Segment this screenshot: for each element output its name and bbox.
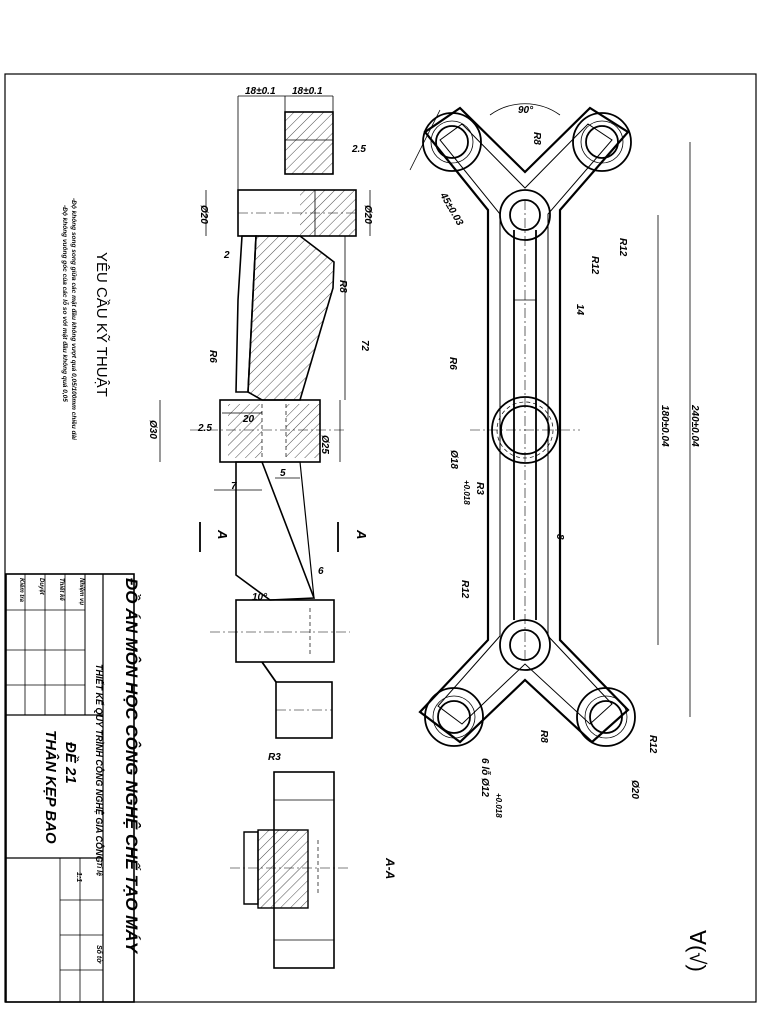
plan-view: 90° R8 45±0.03 R12 R12 14 R6 Ø18 +0.018 … bbox=[409, 103, 700, 818]
dim-label: Ø25 bbox=[319, 435, 330, 454]
scale-value: 1:1 bbox=[75, 872, 82, 882]
title-block: ĐỒ ÁN MÔN HỌC CÔNG NGHỆ CHẾ TẠO MÁY THIẾ… bbox=[5, 573, 141, 1003]
dim-label: R3 bbox=[268, 752, 281, 763]
hole-lower-center bbox=[499, 619, 551, 671]
requirement-line: -Độ không vuông góc của các lỗ so với mặ… bbox=[61, 205, 70, 402]
scale-label: Tỉ lệ bbox=[95, 862, 102, 876]
dim-label: +0.018 bbox=[462, 480, 471, 505]
dim-label: Ø18 bbox=[448, 450, 459, 469]
dim-label: 5 bbox=[280, 468, 286, 479]
dim-label: Ø30 bbox=[147, 420, 158, 439]
dim-label: R3 bbox=[474, 482, 485, 495]
dim-label: 2.5 bbox=[351, 144, 366, 155]
title-row-label: Nhiệm vụ bbox=[78, 578, 84, 605]
dim-label: R8 bbox=[538, 730, 549, 743]
dim-label: R6 bbox=[207, 350, 218, 363]
dim-label: 10° bbox=[252, 592, 268, 603]
section-a-a-view: A-A bbox=[230, 771, 397, 969]
requirement-line: -Độ không song song giữa các mặt đầu khô… bbox=[70, 198, 79, 440]
title-row-label: Duyệt bbox=[38, 578, 44, 596]
dim-label: R8 bbox=[531, 132, 542, 145]
surface-roughness-symbol: ∀(√) bbox=[685, 930, 710, 972]
sheet-label: Số tờ bbox=[95, 945, 103, 964]
dim-label: 240±0.04 bbox=[689, 404, 700, 447]
side-section-view: 18±0.1 18±0.1 2.5 Ø20 Ø20 2 R8 R6 72 Ø30… bbox=[147, 86, 373, 763]
project-subtitle: THIẾT KẾ QUY TRÌNH CÔNG NGHỆ GIA CÔNG bbox=[94, 664, 105, 863]
dim-label: 2.5 bbox=[197, 423, 212, 434]
topic-number: ĐỀ 21 bbox=[62, 742, 79, 784]
dim-label: +0.018 bbox=[494, 793, 503, 818]
dim-label: 18±0.1 bbox=[245, 86, 276, 97]
section-label: A-A bbox=[383, 857, 397, 879]
dim-label: R12 bbox=[647, 735, 658, 754]
dim-label: 20 bbox=[242, 414, 255, 425]
dim-label: 72 bbox=[359, 340, 370, 352]
dim-label: 180±0.04 bbox=[659, 405, 670, 447]
hole-center bbox=[470, 396, 580, 464]
requirements-heading: YÊU CẦU KỸ THUẬT bbox=[93, 252, 110, 397]
dim-label: 18±0.1 bbox=[292, 86, 323, 97]
hole-bottom-right bbox=[576, 687, 636, 747]
title-row-label: Kiểm tra bbox=[18, 578, 25, 603]
dim-label: 7 bbox=[231, 481, 237, 492]
dim-label: Ø20 bbox=[362, 205, 373, 224]
dim-label: R6 bbox=[447, 357, 458, 370]
drawing-frame bbox=[4, 73, 757, 1003]
dim-label: R12 bbox=[459, 580, 470, 599]
dim-label: 90° bbox=[518, 105, 534, 116]
hole-upper-center bbox=[499, 189, 551, 241]
dim-label: R12 bbox=[589, 256, 600, 275]
dim-label: 6 bbox=[318, 566, 324, 577]
dim-label: 45±0.03 bbox=[437, 190, 465, 228]
hole-top-right bbox=[572, 112, 632, 172]
technical-requirements: YÊU CẦU KỸ THUẬT -Độ không song song giữ… bbox=[61, 198, 110, 440]
hole-bottom-left bbox=[424, 687, 484, 747]
dim-label: 2 bbox=[223, 250, 230, 261]
project-title: ĐỒ ÁN MÔN HỌC CÔNG NGHỆ CHẾ TẠO MÁY bbox=[122, 578, 141, 955]
dim-label: 6 lỗ Ø12 bbox=[479, 758, 492, 797]
dim-label: R8 bbox=[337, 280, 348, 293]
hole-top-left bbox=[422, 112, 482, 172]
dim-label: Ø20 bbox=[198, 205, 209, 224]
part-name: THÂN KẸP BAO bbox=[42, 730, 60, 844]
dim-label: R12 bbox=[617, 238, 628, 257]
section-marker: A bbox=[354, 529, 369, 539]
title-row-label: Thiết kế bbox=[58, 578, 65, 601]
dim-label: 14 bbox=[574, 304, 585, 316]
dim-label: Ø20 bbox=[629, 780, 640, 799]
section-marker: A bbox=[215, 529, 230, 539]
dim-label: 8 bbox=[554, 534, 565, 540]
